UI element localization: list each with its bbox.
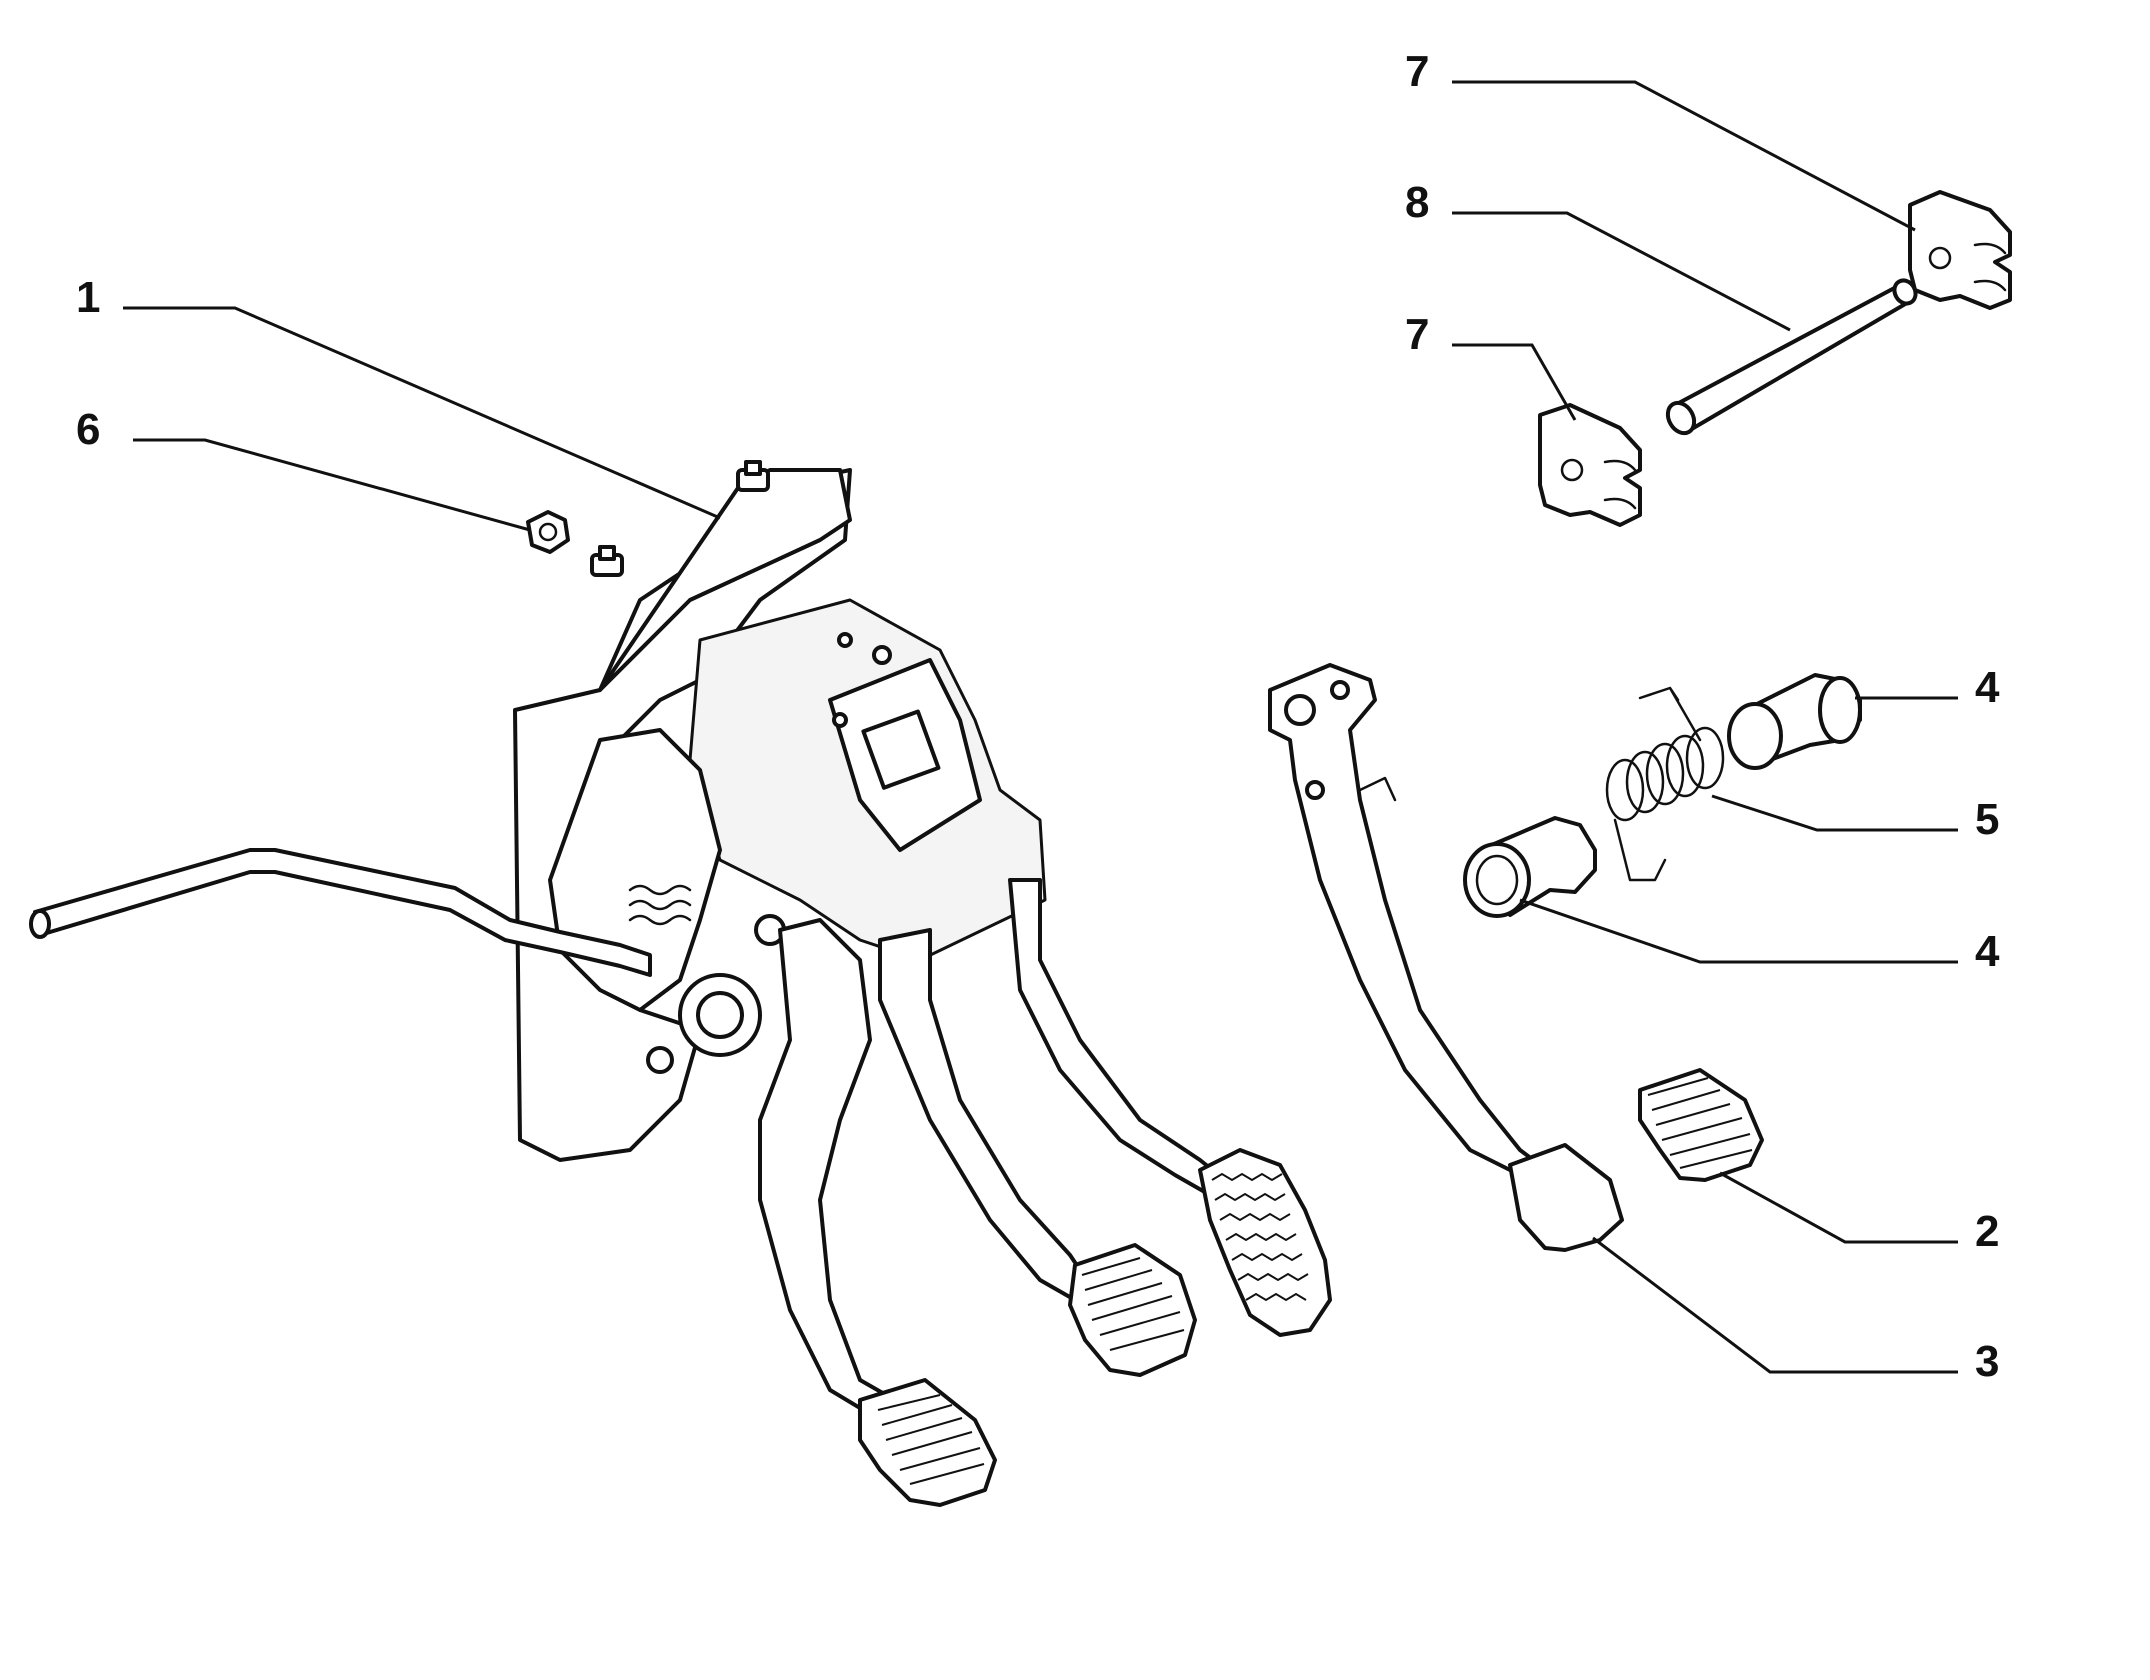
pedal-box-assembly xyxy=(29,460,1332,1507)
accelerator-pedal-pad xyxy=(1198,1148,1332,1337)
leader-7-upper xyxy=(1452,80,1916,232)
callout-4-upper: 4 xyxy=(1975,663,2000,712)
retaining-clip-lower xyxy=(1538,403,1642,527)
callout-3: 3 xyxy=(1975,1337,1999,1386)
hex-nut xyxy=(526,510,570,554)
brake-pedal-pad xyxy=(858,1378,997,1507)
mounting-stud xyxy=(736,460,770,492)
leader-7-lower xyxy=(1452,343,1577,421)
pedal-rubber-pad xyxy=(1638,1068,1764,1182)
callout-5: 5 xyxy=(1975,795,1999,844)
bushing-upper xyxy=(1727,673,1862,770)
leader-lines xyxy=(123,80,1958,1374)
callout-2: 2 xyxy=(1975,1207,1999,1256)
clutch-pedal-separate xyxy=(1268,663,1624,1252)
callout-8: 8 xyxy=(1405,178,1429,227)
leader-6 xyxy=(133,438,531,532)
pivot-pin xyxy=(1665,278,1918,436)
leader-8 xyxy=(1452,211,1791,332)
leader-3 xyxy=(1592,1236,1958,1374)
clutch-pedal-pad xyxy=(1068,1243,1197,1377)
mounting-stud xyxy=(590,545,624,577)
callout-7-lower: 7 xyxy=(1405,310,1429,359)
bushing-lower xyxy=(1463,816,1597,918)
leader-2 xyxy=(1719,1171,1958,1244)
leader-1 xyxy=(123,306,721,520)
leader-4-lower xyxy=(1519,898,1958,964)
callout-1: 1 xyxy=(76,273,100,322)
callout-7-upper: 7 xyxy=(1405,47,1429,96)
retaining-clip-upper xyxy=(1908,190,2012,310)
leader-5 xyxy=(1711,794,1958,832)
callout-4-lower: 4 xyxy=(1975,927,2000,976)
return-spring xyxy=(1605,686,1725,882)
callout-6: 6 xyxy=(76,405,100,454)
callout-labels: 1 6 7 8 7 4 5 4 2 3 xyxy=(76,47,2000,1386)
